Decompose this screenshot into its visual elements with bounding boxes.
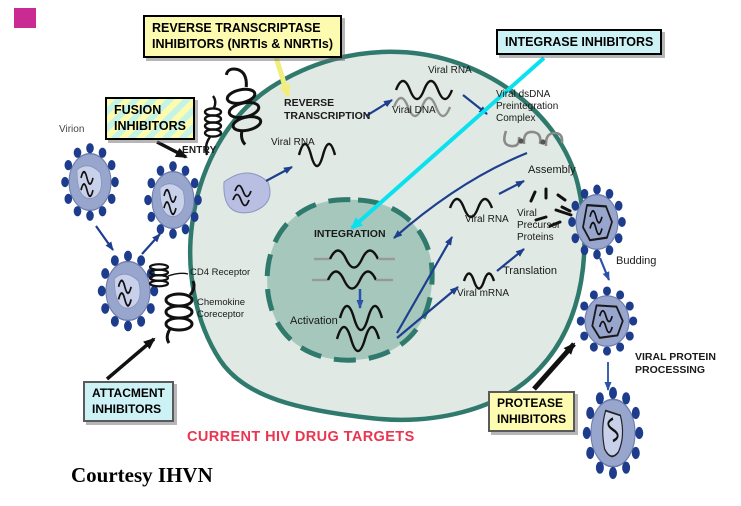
- process-arrows: [95, 94, 528, 339]
- viral-dna-squiggle: [392, 96, 452, 118]
- chemokine-coreceptor-label: Chemokine Coreceptor: [197, 297, 246, 320]
- viral-precursor-proteins-label: Viral Precursor Proteins: [517, 208, 561, 244]
- integration-label: INTEGRATION: [314, 228, 386, 240]
- integrase-inhibitor-arrow: [350, 56, 546, 230]
- attachment-inhibitors-box: ATTACMENT INHIBITORS: [83, 381, 174, 423]
- diagram-caption: CURRENT HIV DRUG TARGETS: [187, 429, 415, 445]
- membrane-spike-icon: [203, 67, 263, 156]
- reverse-transcriptase-inhibitors-box: REVERSE TRANSCRIPTASE INHIBITORS (NRTIs …: [143, 15, 343, 58]
- virion-label: Virion: [59, 124, 85, 135]
- cd4-receptor-label: CD4 Receptor: [190, 267, 251, 278]
- cd4-receptor-coil-icon: [148, 263, 189, 288]
- immature-virus: [577, 286, 637, 355]
- activation-label: Activation: [290, 315, 338, 327]
- rt-inhibitor-arrow: [273, 56, 291, 98]
- viral-rna-transcript-label: Viral RNA: [465, 214, 509, 225]
- viral-rna-rt-label: Viral RNA: [428, 65, 472, 76]
- viral-rna-cytoplasm-label: Viral RNA: [271, 137, 315, 148]
- fusion-inhibitors-box: FUSION INHIBITORS: [105, 97, 195, 140]
- black-inhibitor-arrows: [105, 140, 576, 391]
- virion-particle: [61, 143, 119, 221]
- viral-mrna-label: Viral mRNA: [457, 288, 510, 299]
- preintegration-complex-icon: [503, 130, 564, 148]
- integrase-inhibitors-box: INTEGRASE INHIBITORS: [496, 29, 663, 56]
- viral-protein-processing-label: VIRAL PROTEIN PROCESSING: [635, 351, 716, 376]
- precursor-proteins-icon: [529, 187, 573, 228]
- courtesy-credit: Courtesy IHVN: [71, 463, 213, 487]
- reverse-transcription-label: REVERSE TRANSCRIPTION: [284, 97, 371, 122]
- translation-label: Translation: [503, 265, 558, 277]
- viral-rna-squiggle: [297, 79, 496, 290]
- mature-virus: [583, 387, 643, 479]
- nucleus: [264, 197, 435, 363]
- integrated-dna-icon: [312, 249, 395, 290]
- preintegration-complex-label: Viral dsDNA Preintegration Complex: [496, 89, 559, 125]
- viral-dna-label: Viral DNA: [392, 105, 436, 116]
- blue-arrows: [356, 257, 612, 391]
- assembly-label: Assembly: [528, 164, 576, 176]
- protease-inhibitors-box: PROTEASE INHIBITORS: [488, 391, 576, 433]
- activation-rna-icon: [335, 304, 384, 353]
- attaching-virus: [98, 251, 158, 332]
- budding-label: Budding: [616, 255, 657, 267]
- chemokine-coreceptor-coil-icon: [164, 280, 196, 344]
- entry-label: ENTRY: [182, 145, 217, 156]
- corner-accent-square: [14, 8, 36, 28]
- viral-capsid-icon: [223, 172, 271, 214]
